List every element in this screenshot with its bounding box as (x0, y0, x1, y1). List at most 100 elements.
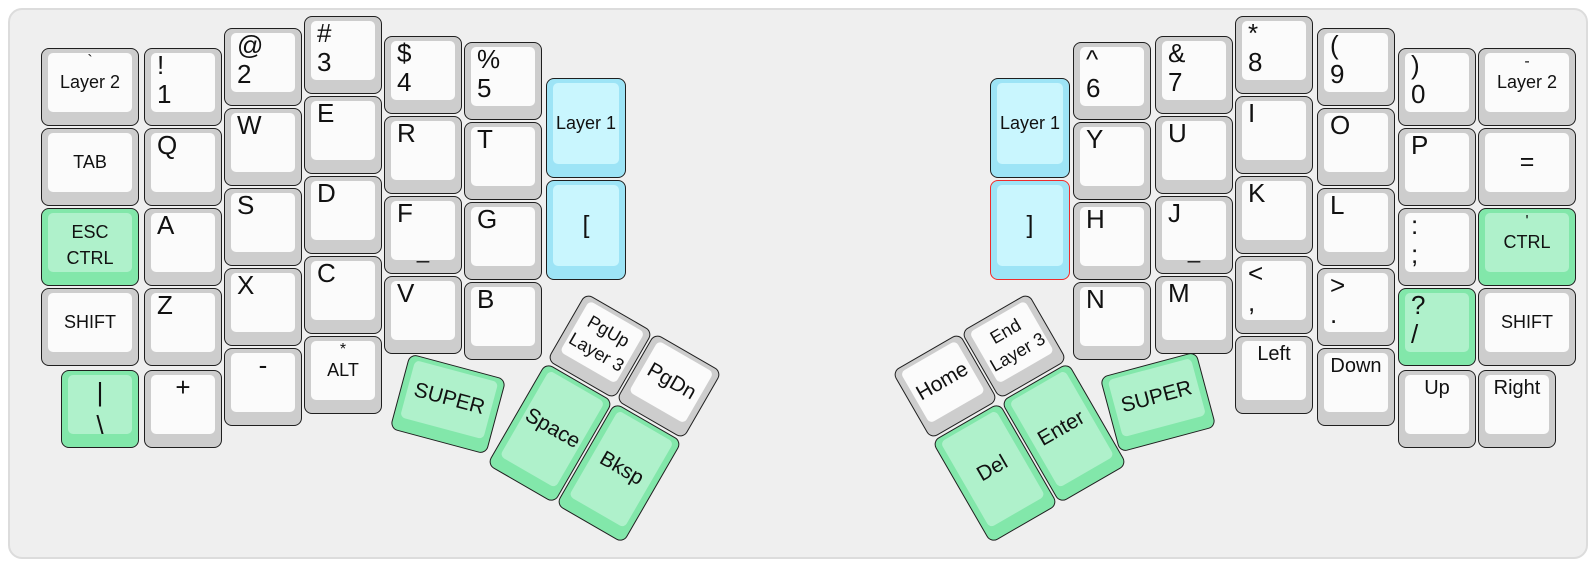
key-at-2[interactable]: @2 (224, 28, 302, 106)
key-greater-period[interactable]: >. (1317, 268, 1395, 346)
key-a[interactable]: A (144, 208, 222, 286)
key-star-8-legend: 8 (1248, 47, 1263, 78)
key-paren-9[interactable]: (9 (1317, 28, 1395, 106)
key-plus[interactable]: + (144, 370, 222, 448)
key-n[interactable]: N (1073, 282, 1151, 360)
key-arrow-right[interactable]: Right (1478, 370, 1556, 448)
key-v-top: V (391, 278, 455, 340)
key-w[interactable]: W (224, 108, 302, 186)
key-dollar-4[interactable]: $4 (384, 36, 462, 114)
key-v[interactable]: V (384, 276, 462, 354)
key-excl-1[interactable]: !1 (144, 48, 222, 126)
key-super-right-top: SUPER (1107, 358, 1207, 438)
key-j[interactable]: J_ (1155, 196, 1233, 274)
key-d[interactable]: D (304, 176, 382, 254)
key-arrow-left[interactable]: Left (1235, 336, 1313, 414)
key-h[interactable]: H (1073, 202, 1151, 280)
key-p[interactable]: P (1398, 128, 1476, 206)
key-s[interactable]: S (224, 188, 302, 266)
key-g[interactable]: G (464, 202, 542, 280)
key-g-legend: G (477, 204, 498, 234)
key-tab-legend: TAB (73, 152, 107, 173)
key-arrow-left-top: Left (1242, 341, 1306, 400)
key-arrow-left-legend: Left (1257, 343, 1291, 365)
key-y[interactable]: Y (1073, 122, 1151, 200)
key-layer2-left[interactable]: `Layer 2 (41, 48, 139, 126)
key-p-legend: P (1411, 130, 1429, 160)
key-star-8[interactable]: *8 (1235, 16, 1313, 94)
key-e-top: E (311, 98, 375, 160)
key-q[interactable]: Q (144, 128, 222, 206)
key-rbracket[interactable]: ] (990, 180, 1070, 280)
key-l[interactable]: L (1317, 188, 1395, 266)
key-layer2-left-legend: Layer 2 (59, 72, 121, 93)
key-p-top: P (1405, 130, 1469, 192)
key-lbracket-top: [ (553, 185, 619, 266)
key-minus-layer2[interactable]: -Layer 2 (1478, 48, 1576, 126)
key-star-alt[interactable]: *ALT (304, 336, 382, 414)
key-i[interactable]: I (1235, 96, 1313, 174)
key-rbracket-legend: ] (1026, 211, 1034, 240)
key-x[interactable]: X (224, 268, 302, 346)
key-shift-right[interactable]: SHIFT (1478, 288, 1576, 366)
key-r[interactable]: R (384, 116, 462, 194)
key-less-comma[interactable]: <, (1235, 256, 1313, 334)
key-percent-5-legend: % (477, 44, 501, 74)
key-shift-left[interactable]: SHIFT (41, 288, 139, 366)
key-u[interactable]: U (1155, 116, 1233, 194)
key-layer1-left[interactable]: Layer 1 (546, 78, 626, 178)
key-d-top: D (311, 178, 375, 240)
key-layer1-right[interactable]: Layer 1 (990, 78, 1070, 178)
key-z[interactable]: Z (144, 288, 222, 366)
key-w-top: W (231, 110, 295, 172)
key-caret-6-legend: ^ (1086, 44, 1099, 74)
key-c-legend: C (317, 258, 336, 288)
key-dollar-4-legend: 4 (397, 67, 412, 98)
key-e-legend: E (317, 98, 335, 128)
key-hash-3[interactable]: #3 (304, 16, 382, 94)
key-arrow-up[interactable]: Up (1398, 370, 1476, 448)
key-paren-0[interactable]: )0 (1398, 48, 1476, 126)
key-f[interactable]: F_ (384, 196, 462, 274)
key-tab[interactable]: TAB (41, 128, 139, 206)
key-minus[interactable]: - (224, 348, 302, 426)
key-x-legend: X (237, 270, 255, 300)
key-w-legend: W (237, 110, 262, 140)
key-quote-ctrl-legend: CTRL (1503, 232, 1551, 253)
key-o[interactable]: O (1317, 108, 1395, 186)
key-a-top: A (151, 210, 215, 272)
key-m-legend: M (1168, 278, 1190, 308)
key-quote-ctrl[interactable]: 'CTRL (1478, 208, 1576, 286)
key-t-top: T (471, 124, 535, 186)
key-layer1-left-top: Layer 1 (553, 83, 619, 164)
key-at-2-top: @2 (231, 30, 295, 92)
key-e[interactable]: E (304, 96, 382, 174)
key-star-alt-legend: ALT (327, 360, 359, 381)
key-colon-semicolon[interactable]: :; (1398, 208, 1476, 286)
key-shift-left-top: SHIFT (48, 293, 132, 352)
key-plus-top: + (151, 372, 215, 434)
key-amp-7[interactable]: &7 (1155, 36, 1233, 114)
key-arrow-down[interactable]: Down (1317, 348, 1395, 426)
key-arrow-down-top: Down (1324, 353, 1388, 412)
key-m[interactable]: M (1155, 276, 1233, 354)
key-question-slash[interactable]: ?/ (1398, 288, 1476, 366)
key-m-top: M (1162, 278, 1226, 340)
key-lbracket[interactable]: [ (546, 180, 626, 280)
key-excl-1-legend: 1 (157, 79, 172, 110)
key-b-legend: B (477, 284, 495, 314)
key-k[interactable]: K (1235, 176, 1313, 254)
key-t[interactable]: T (464, 122, 542, 200)
key-equals[interactable]: = (1478, 128, 1576, 206)
key-caret-6[interactable]: ^6 (1073, 42, 1151, 120)
key-b[interactable]: B (464, 282, 542, 360)
key-less-comma-legend: , (1248, 287, 1256, 318)
key-colon-semicolon-top: :; (1405, 210, 1469, 272)
key-c[interactable]: C (304, 256, 382, 334)
key-percent-5[interactable]: %5 (464, 42, 542, 120)
key-pipe-backslash[interactable]: |\ (61, 370, 139, 448)
key-z-top: Z (151, 290, 215, 352)
